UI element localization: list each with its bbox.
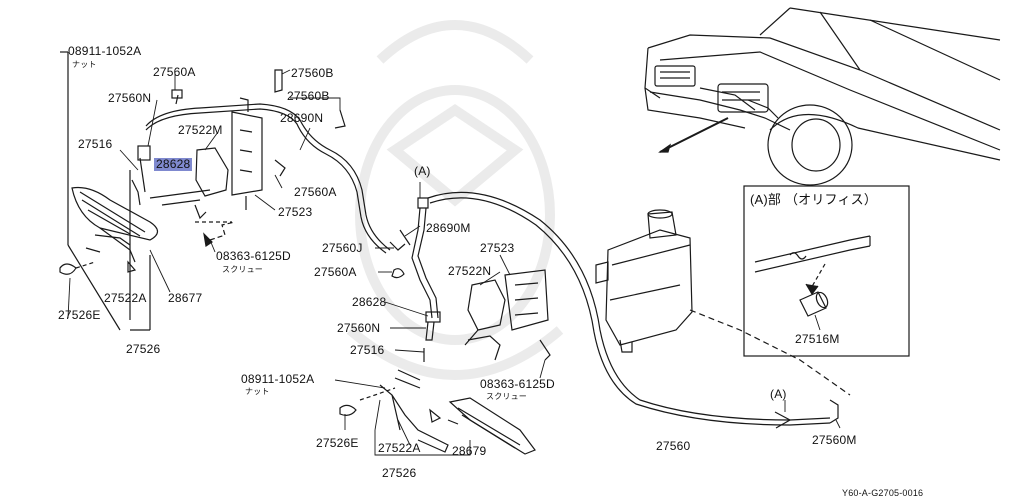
part-27526E-left: 27526E [58, 308, 101, 322]
part-27523-mid: 27523 [480, 241, 515, 255]
part-27516-low: 27516 [350, 343, 385, 357]
nut-caption-low: ナット [245, 387, 270, 396]
nut-part-number-low: 08911-1052A [241, 372, 315, 386]
part-27526E-low: 27526E [316, 436, 359, 450]
center-washer-assembly [339, 197, 551, 455]
part-27516M: 27516M [795, 332, 840, 346]
detail-marker-a-low: (A) [770, 387, 787, 401]
part-27560A-low: 27560A [314, 265, 357, 279]
part-28677: 28677 [168, 291, 203, 305]
part-28628-low: 28628 [352, 295, 387, 309]
part-27560A-top: 27560A [153, 65, 196, 79]
washer-hose-lower [427, 191, 839, 429]
part-27560J: 27560J [322, 241, 363, 255]
part-28690N: 28690N [280, 111, 324, 125]
part-28628-highlighted[interactable]: 28628 [154, 157, 193, 171]
detail-marker-a-top: (A) [414, 164, 431, 178]
part-27522A-left: 27522A [104, 291, 147, 305]
part-27522N: 27522N [448, 264, 492, 278]
part-27560B-second: 27560B [287, 89, 330, 103]
part-27522M: 27522M [178, 123, 223, 137]
part-27523-top: 27523 [278, 205, 313, 219]
part-27560A-mid: 27560A [294, 185, 337, 199]
part-27522A-low: 27522A [378, 441, 421, 455]
part-28679: 28679 [452, 444, 487, 458]
screw-part-number-low: 08363-6125D [480, 377, 555, 391]
part-27560N-low: 27560N [337, 321, 381, 335]
orifice-detail-drawing [754, 235, 871, 317]
part-27560B: 27560B [291, 66, 334, 80]
part-27526-low: 27526 [382, 466, 417, 480]
screw-part-number-top: 08363-6125D [216, 249, 291, 263]
part-27560M: 27560M [812, 433, 857, 447]
truck-front-sketch [644, 7, 1001, 186]
washer-tank [595, 209, 851, 396]
part-27526-left: 27526 [126, 342, 161, 356]
part-27560N-top: 27560N [108, 91, 152, 105]
washer-hose-upper [145, 69, 391, 254]
nut-caption-top: ナット [72, 60, 97, 69]
orifice-detail-box [743, 185, 910, 357]
watermark-emblem [346, 20, 564, 380]
diagram-code: Y60-A-G2705-0016 [842, 488, 924, 498]
left-washer-nozzle-assembly [59, 51, 263, 331]
orifice-detail-title: (A)部 （オリフィス） [750, 192, 878, 207]
screw-caption-top: スクリュー [222, 265, 263, 274]
screw-caption-low: スクリュー [486, 392, 527, 401]
leader-lines [67, 69, 841, 456]
part-27516-top: 27516 [78, 137, 113, 151]
part-27560: 27560 [656, 439, 691, 453]
nut-part-number-top: 08911-1052A [68, 44, 142, 58]
part-28690M: 28690M [426, 221, 471, 235]
